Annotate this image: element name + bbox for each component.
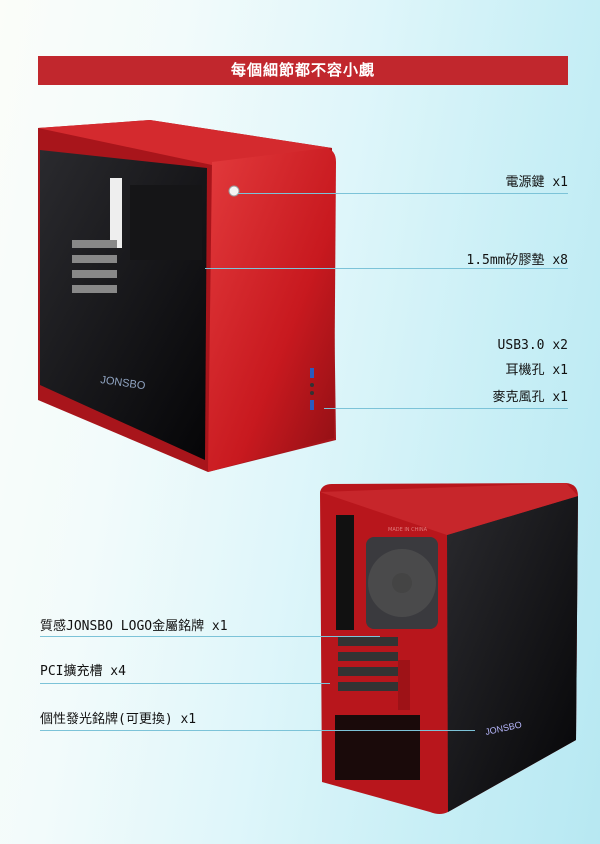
- callout-line: [40, 730, 475, 731]
- rear-case: MADE IN CHINA JONSBO: [320, 483, 578, 814]
- pci-slots: [338, 637, 398, 691]
- front-case: JONSBO: [38, 120, 336, 472]
- callout-usb: USB3.0 x2: [497, 338, 568, 353]
- callout-pci-slots: PCI擴充槽 x4: [40, 664, 126, 679]
- callout-silicone-pad: 1.5mm矽膠墊 x8: [466, 253, 568, 268]
- section-banner: 每個細節都不容小覷: [38, 56, 568, 85]
- callout-light-nameplate: 個性發光銘牌(可更換) x1: [40, 712, 197, 727]
- callout-metal-logo: 質感JONSBO LOGO金屬銘牌 x1: [40, 619, 228, 634]
- callout-line: [324, 408, 568, 409]
- callout-line: [40, 683, 330, 684]
- power-button-icon: [228, 185, 240, 197]
- rear-glass-panel: [447, 496, 578, 812]
- callout-microphone: 麥克風孔 x1: [492, 390, 568, 405]
- callout-headphone: 耳機孔 x1: [505, 363, 568, 378]
- svg-text:MADE IN CHINA: MADE IN CHINA: [388, 527, 428, 533]
- callout-line: [238, 193, 568, 194]
- callout-line: [205, 268, 568, 269]
- callout-power-button: 電源鍵 x1: [505, 175, 568, 190]
- callout-line: [40, 636, 380, 637]
